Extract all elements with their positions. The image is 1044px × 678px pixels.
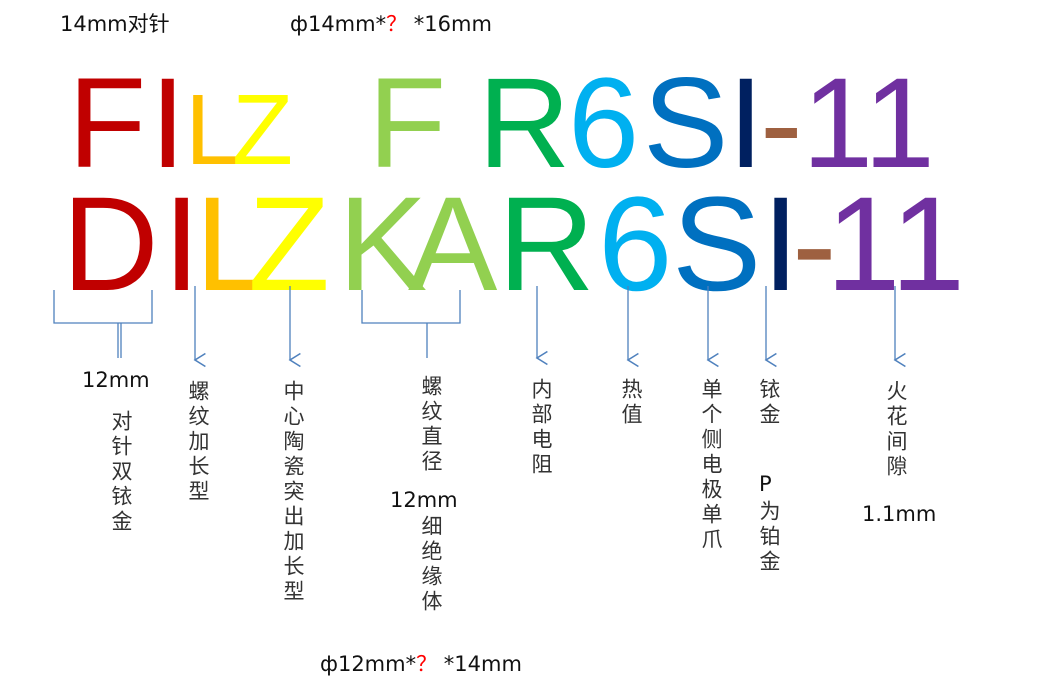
code-letter: Z (232, 74, 294, 186)
bracket-di (53, 290, 153, 358)
code-letter: S (672, 170, 762, 319)
code-letter: L (195, 170, 270, 319)
i-p: P (759, 472, 772, 496)
code-letter: 11 (802, 52, 935, 195)
question-mark: ？ (386, 12, 408, 36)
gap-desc: 火花间隙 (884, 380, 908, 480)
i-p-desc: 为铂金 (757, 500, 781, 575)
code-letter: R (498, 170, 595, 319)
question-mark: ？ (416, 652, 438, 676)
top-size-note: ф14mm*？ *16mm (290, 8, 492, 38)
code-letter: F (368, 52, 447, 195)
ka-desc2: 细绝缘体 (419, 515, 443, 615)
code-letter: R (478, 52, 571, 195)
di-size: 12mm (82, 368, 150, 392)
code-letter: A (408, 170, 498, 319)
size-prefix: ф14mm* (290, 12, 387, 36)
di-desc: 对针双铱金 (109, 410, 133, 535)
i-desc: 铱金 (757, 378, 781, 428)
code-letter: I (762, 170, 800, 319)
code-letter: F (68, 52, 147, 195)
code-letter: - (792, 170, 837, 319)
code-letter: L (185, 74, 241, 186)
code-letter: Z (248, 170, 330, 319)
code-letter: 6 (598, 170, 673, 319)
code-letter: S (643, 52, 729, 195)
code-letter: I (163, 170, 201, 319)
ka-size: 12mm (390, 488, 458, 512)
code-letter: K (338, 170, 428, 319)
size-suffix: *16mm (407, 12, 492, 36)
bottom-size-note: ф12mm*？ *14mm (320, 648, 522, 678)
code-letter: I (150, 52, 186, 195)
code-letter: - (760, 52, 803, 195)
top-left-note: 14mm对针 (60, 12, 170, 36)
code-letter: D (62, 170, 159, 319)
s-desc: 单个侧电极单爪 (699, 378, 723, 553)
r-desc: 内部电阻 (529, 378, 553, 478)
size-suffix: *14mm (437, 652, 522, 676)
code-letter: 6 (568, 52, 640, 195)
code-letter: I (728, 52, 764, 195)
z-desc: 中心陶瓷突出加长型 (281, 380, 305, 605)
bracket-ka (361, 290, 461, 358)
ka-desc: 螺纹直径 (419, 375, 443, 475)
six-desc: 热值 (619, 378, 643, 428)
gap-size: 1.1mm (862, 502, 937, 526)
size-prefix: ф12mm* (320, 652, 417, 676)
l-desc: 螺纹加长型 (186, 380, 210, 505)
